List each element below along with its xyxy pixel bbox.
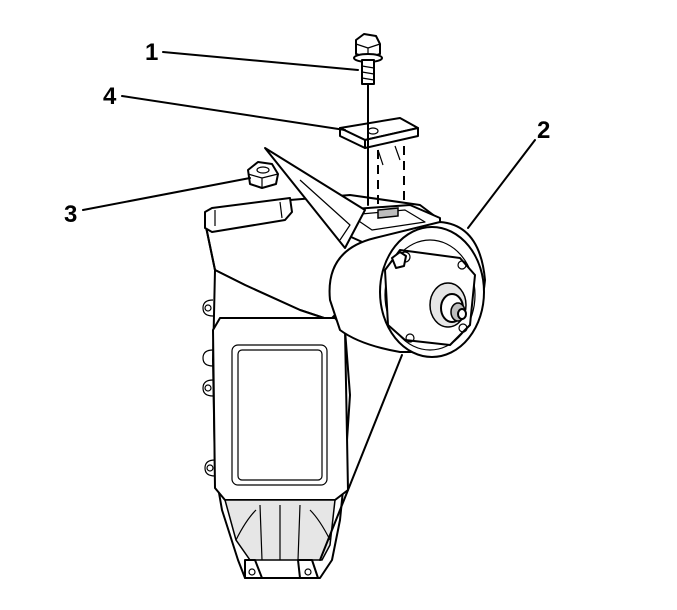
callout-labels: 1 4 3 2 <box>64 39 550 228</box>
callout-1: 1 <box>145 39 158 66</box>
leader-line-4 <box>121 95 346 131</box>
callout-4: 4 <box>103 83 117 110</box>
leader-line-3 <box>82 177 251 211</box>
leader-line-2b <box>319 354 403 561</box>
blower-motor <box>328 221 486 358</box>
leader-line-2 <box>467 139 536 229</box>
leader-lines <box>82 51 536 561</box>
mounting-bracket <box>339 117 419 205</box>
nut <box>247 161 279 189</box>
bolt <box>353 33 383 206</box>
callout-3: 3 <box>64 201 77 228</box>
callout-2: 2 <box>537 117 550 144</box>
leader-line-1 <box>162 51 359 71</box>
blower-housing <box>202 147 441 579</box>
